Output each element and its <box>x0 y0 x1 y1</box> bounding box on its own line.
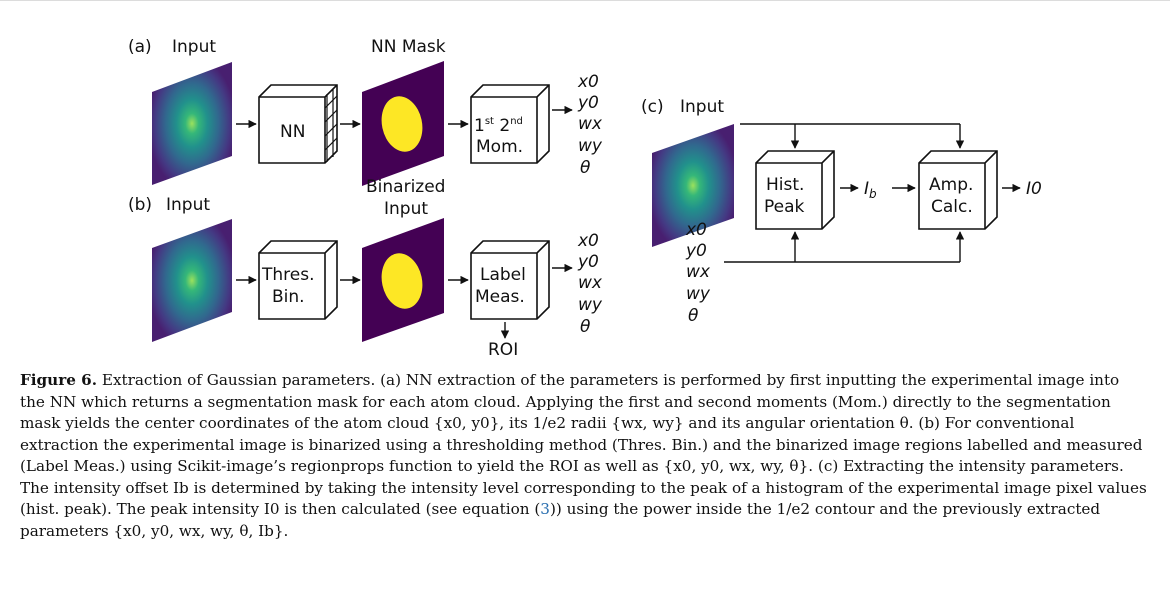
panel-c-input-label: Input <box>680 97 724 117</box>
nn-box: NN <box>258 84 338 164</box>
panel-a-outputs: x0 y0 wx wy θ <box>577 72 603 178</box>
svg-text:Thres.: Thres. <box>261 265 315 285</box>
binarized-image <box>362 218 444 342</box>
svg-text:x0: x0 <box>577 231 599 251</box>
svg-text:wx: wx <box>578 273 603 293</box>
panel-b-input-image <box>152 219 232 342</box>
svg-text:x0: x0 <box>577 72 599 92</box>
svg-text:Mom.: Mom. <box>476 137 523 157</box>
figure-label: Figure 6. <box>20 371 98 389</box>
svg-text:θ: θ <box>688 306 699 326</box>
i0-label: I0 <box>1026 179 1042 199</box>
caption-text-end: )) using the power inside the 1/e2 conto… <box>20 500 1101 540</box>
svg-text:Hist.: Hist. <box>766 175 804 195</box>
ib-label: Ib <box>864 179 877 201</box>
roi-label: ROI <box>488 340 518 360</box>
hist-peak-box: Hist. Peak <box>755 150 835 230</box>
nn-mask-label: NN Mask <box>371 37 446 57</box>
diagram: (a) Input NN NN Mask 1st 2nd Mom. x0 y0 … <box>128 37 1042 360</box>
svg-text:wy: wy <box>578 136 603 156</box>
binarized-label: Binarized <box>366 177 445 197</box>
svg-text:wx: wx <box>578 114 603 134</box>
svg-text:y0: y0 <box>577 252 599 272</box>
svg-text:1st 2nd: 1st 2nd <box>474 116 523 136</box>
panel-c-inputs: x0 y0 wx wy θ <box>685 220 711 326</box>
svg-text:Amp.: Amp. <box>929 175 973 195</box>
equation-link[interactable]: 3 <box>540 500 550 518</box>
panel-a-input-image <box>152 62 232 185</box>
amp-calc-box: Amp. Calc. <box>918 150 998 230</box>
svg-text:x0: x0 <box>685 220 707 240</box>
svg-text:Bin.: Bin. <box>272 287 305 307</box>
panel-a-input-label: Input <box>172 37 216 57</box>
nn-box-label: NN <box>280 122 305 142</box>
panel-b-outputs: x0 y0 wx wy θ <box>577 231 603 337</box>
svg-text:y0: y0 <box>685 241 707 261</box>
caption-text: Extraction of Gaussian parameters. (a) N… <box>20 371 1147 518</box>
panel-a-label: (a) <box>128 37 152 57</box>
svg-text:Peak: Peak <box>764 197 805 217</box>
nn-mask-image <box>362 61 444 186</box>
svg-text:Label: Label <box>480 265 526 285</box>
binarized-input-label: Input <box>384 199 428 219</box>
figure-caption: Figure 6. Extraction of Gaussian paramet… <box>20 370 1148 542</box>
svg-text:y0: y0 <box>577 93 599 113</box>
panel-b-input-label: Input <box>166 195 210 215</box>
svg-text:wy: wy <box>686 284 711 304</box>
panel-c-label: (c) <box>641 97 664 117</box>
svg-text:wy: wy <box>578 295 603 315</box>
svg-text:Meas.: Meas. <box>475 287 525 307</box>
svg-text:θ: θ <box>580 158 591 178</box>
label-meas-box: Label Meas. <box>470 240 550 320</box>
thres-bin-box: Thres. Bin. <box>258 240 338 320</box>
moments-box: 1st 2nd Mom. <box>470 84 550 164</box>
svg-text:Calc.: Calc. <box>931 197 973 217</box>
svg-text:θ: θ <box>580 317 591 337</box>
svg-text:wx: wx <box>686 262 711 282</box>
panel-c-input-image <box>652 124 734 247</box>
panel-b-label: (b) <box>128 195 152 215</box>
